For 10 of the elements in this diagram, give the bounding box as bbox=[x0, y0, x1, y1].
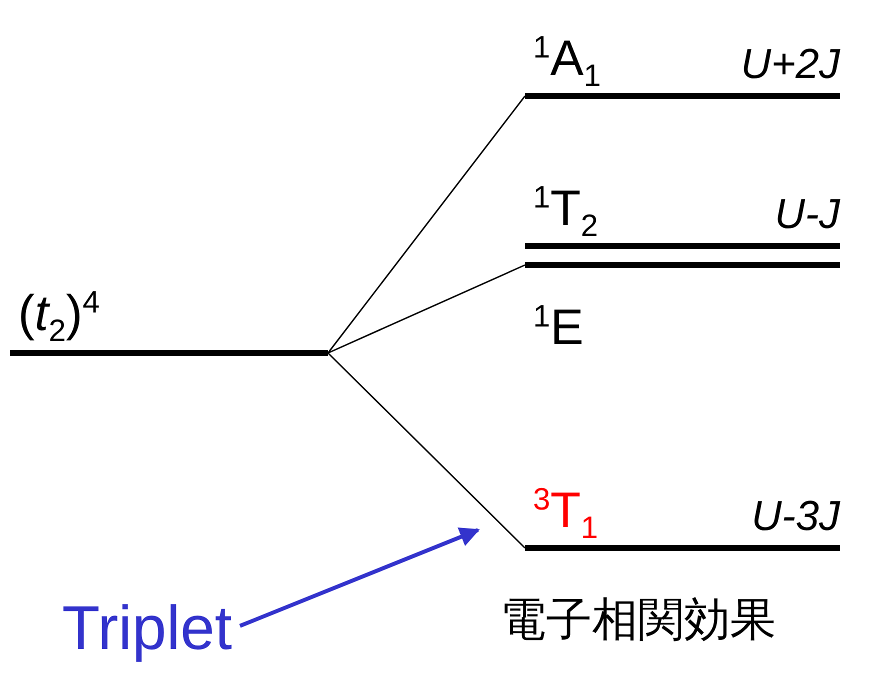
caption-text: 電子相関効果 bbox=[500, 592, 776, 648]
energy-value: U+2J bbox=[740, 43, 840, 85]
connector-line bbox=[327, 352, 526, 549]
energy-value: U-J bbox=[774, 193, 840, 235]
energy-value: U-3J bbox=[751, 495, 840, 537]
state-label: $^{1}$E bbox=[533, 302, 584, 352]
connector-line bbox=[328, 264, 526, 354]
triplet-label: Triplet bbox=[62, 598, 232, 660]
connector-line bbox=[327, 96, 526, 354]
arrow bbox=[239, 527, 480, 628]
